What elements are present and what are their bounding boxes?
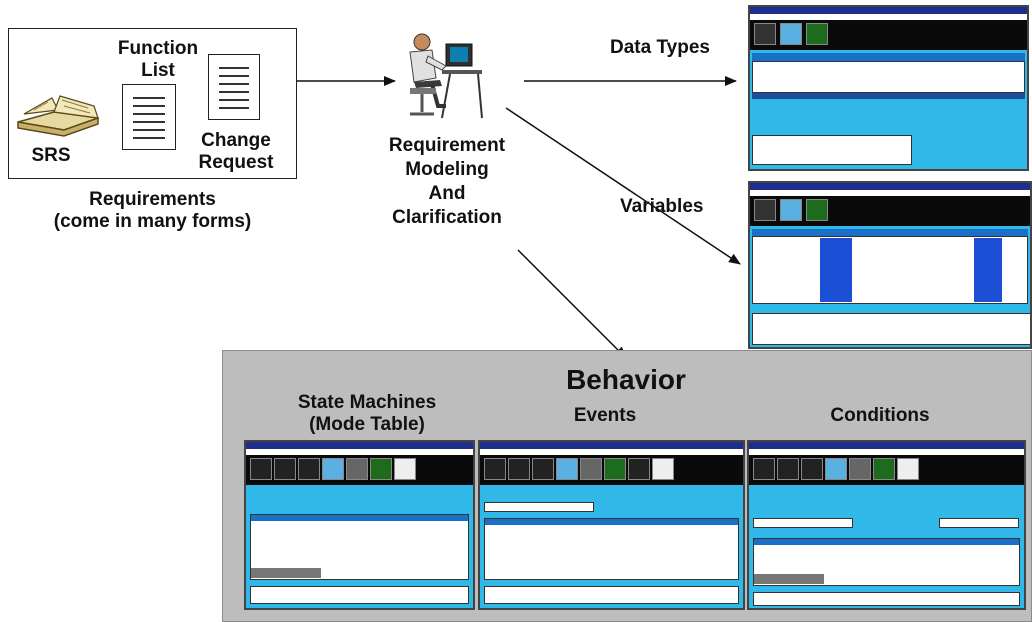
- variables-label: Variables: [620, 196, 704, 217]
- data-types-window: [748, 5, 1029, 171]
- requirements-caption: Requirements (come in many forms): [53, 189, 252, 232]
- change-request-label: Change Request: [198, 130, 274, 173]
- variables-window: [748, 181, 1032, 349]
- arrow-to-behavior: [517, 249, 627, 359]
- document-icon: [122, 84, 176, 150]
- book-icon: [17, 95, 99, 137]
- modeling-label: Requirement Modeling And Clarification: [388, 135, 506, 228]
- mode-table-window: [244, 440, 475, 610]
- state-machines-label: State Machines (Mode Table): [297, 392, 437, 435]
- events-label: Events: [573, 405, 637, 426]
- person-at-computer-icon: [409, 33, 483, 119]
- conditions-label: Conditions: [830, 405, 930, 426]
- document-icon: [208, 54, 260, 120]
- conditions-window: [747, 440, 1026, 610]
- arrow-to-variables: [505, 107, 741, 265]
- data-types-label: Data Types: [610, 37, 710, 58]
- function-list-label: Function List: [117, 38, 199, 81]
- behavior-title: Behavior: [566, 364, 686, 395]
- events-window: [478, 440, 745, 610]
- srs-label: SRS: [31, 145, 71, 166]
